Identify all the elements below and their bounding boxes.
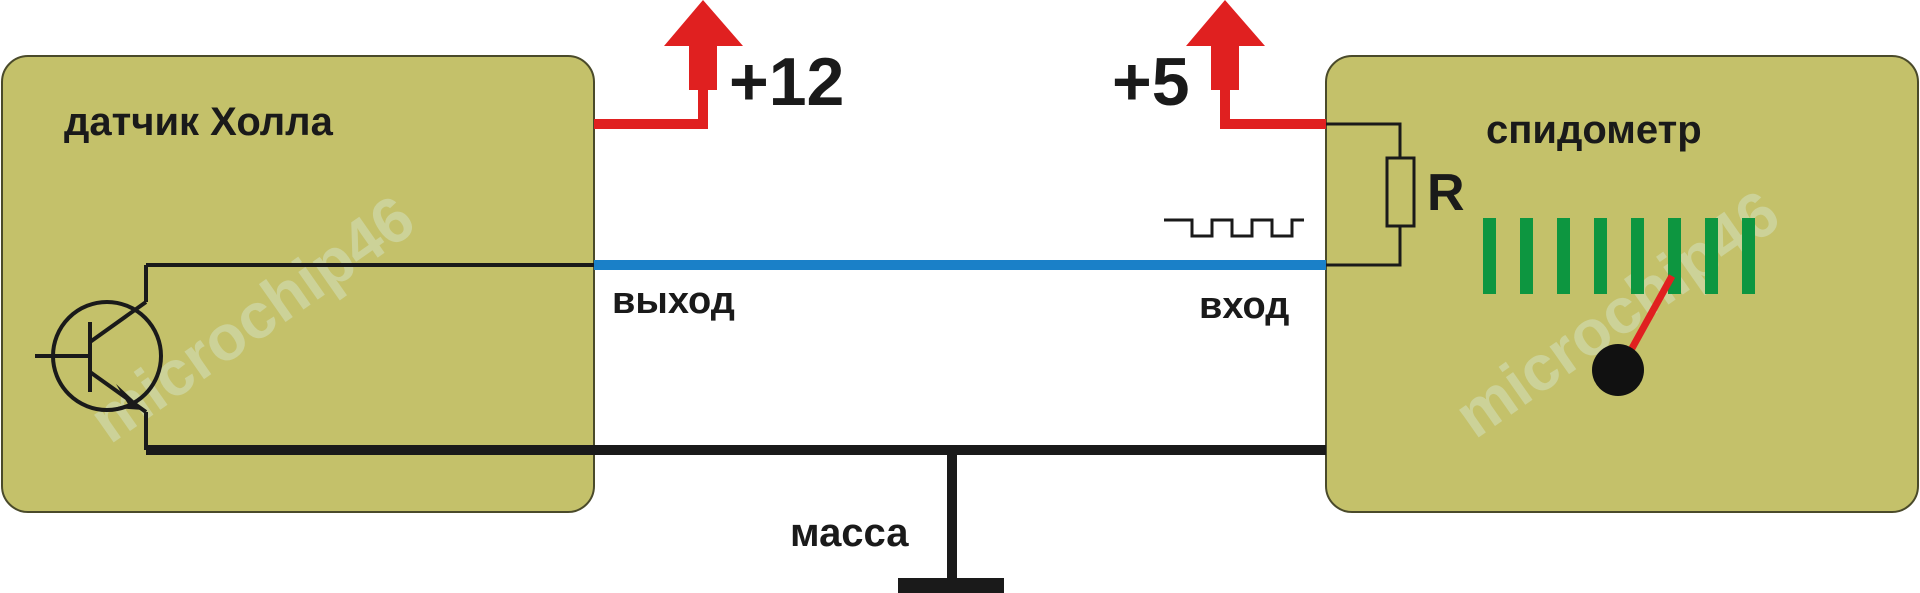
ground-symbol [898,578,1004,593]
scale-segment [1742,218,1755,294]
pulse-waveform-icon [1164,218,1304,238]
needle-pivot [1592,344,1644,396]
supply-12-arrow-icon [664,0,743,90]
input-label: вход [1199,285,1289,327]
scale-segment [1557,218,1570,294]
scale-segment [1520,218,1533,294]
scale-segment [1631,218,1644,294]
resistor-label: R [1427,164,1465,222]
scale-segment [1594,218,1607,294]
hall-sensor-label: датчик Холла [64,100,334,144]
emitter-arrow-icon [114,384,144,410]
supply-12-label: +12 [729,44,844,120]
speedometer-scale [1483,218,1755,294]
speedometer-label: спидометр [1486,108,1702,152]
speedometer-block [1325,55,1919,513]
output-label: выход [612,280,735,322]
resistor-symbol [1326,122,1416,267]
transistor-symbol [35,263,594,450]
scale-segment [1668,218,1681,294]
scale-segment [1705,218,1718,294]
hall-sensor-block [1,55,595,513]
scale-segment [1483,218,1496,294]
supply-5-arrow-icon [1186,0,1265,90]
supply-5-label: +5 [1112,44,1190,120]
supply-5-wire [1220,85,1326,129]
supply-12-wire [594,85,708,129]
ground-label: масса [790,511,909,555]
